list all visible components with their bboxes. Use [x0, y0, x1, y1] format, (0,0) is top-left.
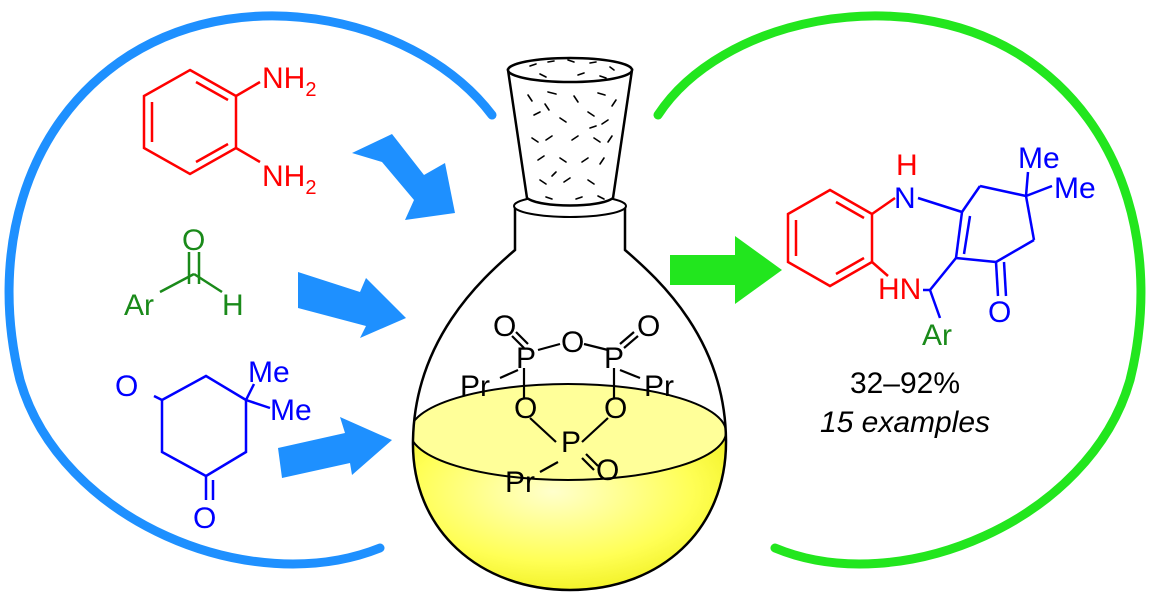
diamine-nh2-top: NH2: [262, 62, 316, 101]
t3p-ring-o2: O: [514, 392, 537, 425]
flask-body: [411, 208, 728, 592]
product-h: H: [896, 149, 918, 182]
arrow-product: [670, 236, 782, 304]
arrow-diamine: [352, 134, 455, 220]
aldehyde-ar: Ar: [124, 289, 154, 322]
product-o: O: [988, 296, 1011, 329]
arrow-dione: [278, 417, 392, 478]
product-structure: H HN N O Me Me Ar: [786, 142, 1096, 352]
stopper-texture: [527, 59, 617, 200]
product-ar: Ar: [922, 319, 952, 352]
dione-o-top: O: [115, 370, 138, 403]
t3p-p2: P: [604, 342, 624, 375]
product-n-top: N: [894, 182, 916, 215]
t3p-pr3: Pr: [505, 466, 535, 499]
dione-me2: Me: [270, 394, 312, 427]
t3p-pr2: Pr: [644, 370, 674, 403]
left-arc: [4, 11, 497, 569]
product-hn: HN: [878, 273, 921, 306]
aldehyde-h: H: [222, 289, 244, 322]
product-me2: Me: [1054, 172, 1096, 205]
t3p-o1: O: [493, 310, 516, 343]
right-arc: [653, 11, 1146, 569]
t3p-p3: P: [561, 426, 581, 459]
t3p-ring-o3: O: [604, 392, 627, 425]
t3p-p1: P: [516, 342, 536, 375]
dione-me1: Me: [248, 356, 290, 389]
t3p-o3: O: [596, 454, 619, 487]
aldehyde-o: O: [182, 224, 205, 257]
arrow-aldehyde: [298, 272, 406, 338]
t3p-structure: O O O P P P O O O Pr Pr Pr: [460, 310, 674, 499]
product-me1: Me: [1018, 142, 1060, 175]
yield-range: 32–92%: [850, 367, 960, 400]
diamine-nh2-bottom: NH2: [262, 160, 316, 199]
t3p-ring-o1: O: [561, 326, 584, 359]
stopper: [506, 68, 634, 207]
dione-o-bottom: O: [193, 502, 216, 535]
reactant-aldehyde: O Ar H: [124, 224, 244, 322]
t3p-o2: O: [637, 310, 660, 343]
example-count: 15 examples: [820, 406, 990, 439]
t3p-pr1: Pr: [460, 370, 490, 403]
reactant-diamine: NH2 NH2: [142, 62, 316, 199]
reactant-dione: O O Me Me: [115, 356, 312, 535]
